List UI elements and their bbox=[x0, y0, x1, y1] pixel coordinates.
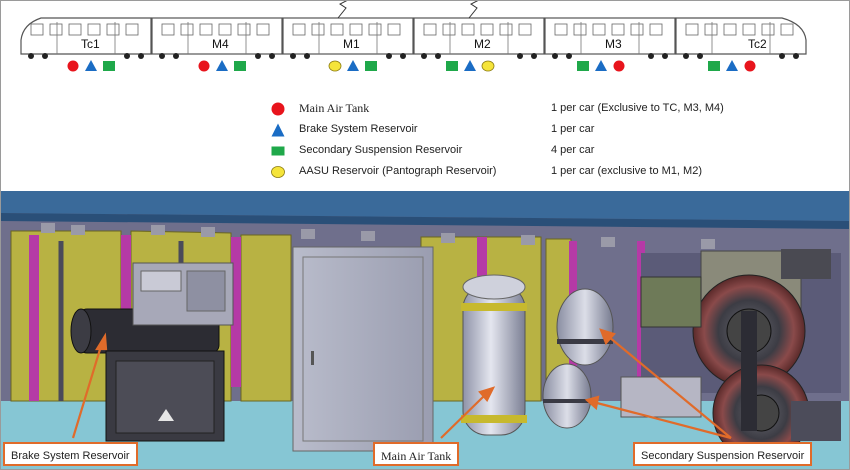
legend-description: 1 per car bbox=[551, 123, 595, 135]
yellow-circle-icon bbox=[271, 166, 285, 178]
car-label-m3: M3 bbox=[605, 37, 622, 51]
car-label-m1: M1 bbox=[343, 37, 360, 51]
callout-main-air-tank: Main Air Tank bbox=[373, 442, 460, 466]
train-car-m4: M4 bbox=[151, 17, 283, 59]
train-car-tc2: Tc2 bbox=[675, 17, 807, 59]
marker-main-air-tank bbox=[613, 60, 625, 72]
marker-secondary-suspension-reservoir bbox=[103, 61, 115, 71]
red-circle-icon bbox=[271, 102, 285, 116]
marker-secondary-suspension-reservoir bbox=[365, 61, 377, 71]
marker-aasu-reservoir bbox=[328, 60, 342, 72]
legend-label: AASU Reservoir (Pantograph Reservoir) bbox=[299, 165, 497, 177]
legend-label: Secondary Suspension Reservoir bbox=[299, 144, 463, 156]
marker-secondary-suspension-reservoir bbox=[234, 61, 246, 71]
marker-main-air-tank bbox=[198, 60, 210, 72]
car-label-m4: M4 bbox=[212, 37, 229, 51]
marker-brake-system-reservoir bbox=[595, 60, 607, 71]
train-car-m1: M1 bbox=[282, 1, 414, 59]
marker-main-air-tank bbox=[744, 60, 756, 72]
legend-label: Main Air Tank bbox=[299, 101, 370, 115]
car-label-m2: M2 bbox=[474, 37, 491, 51]
car-label-tc1: Tc1 bbox=[81, 37, 100, 51]
marker-secondary-suspension-reservoir bbox=[577, 61, 589, 71]
train-diagram: Tc1 M4 M1 M2 M3 Tc2 bbox=[20, 1, 807, 72]
marker-secondary-suspension-reservoir bbox=[446, 61, 458, 71]
car-label-tc2: Tc2 bbox=[748, 37, 767, 51]
legend-description: 1 per car (Exclusive to TC, M3, M4) bbox=[551, 102, 724, 114]
train-car-tc1: Tc1 bbox=[20, 17, 152, 59]
marker-secondary-suspension-reservoir bbox=[708, 61, 720, 71]
marker-aasu-reservoir bbox=[481, 60, 495, 72]
marker-brake-system-reservoir bbox=[726, 60, 738, 71]
callout-brake-system-reservoir: Brake System Reservoir bbox=[3, 442, 138, 466]
callout-secondary-suspension-reservoir: Secondary Suspension Reservoir bbox=[633, 442, 813, 466]
marker-brake-system-reservoir bbox=[347, 60, 359, 71]
underframe-equipment-view bbox=[1, 191, 849, 469]
train-car-m2: M2 bbox=[413, 1, 545, 59]
train-car-m3: M3 bbox=[544, 17, 676, 59]
legend-label: Brake System Reservoir bbox=[299, 123, 418, 135]
legend-description: 4 per car bbox=[551, 144, 595, 156]
blue-triangle-icon bbox=[271, 123, 285, 137]
legend-row-main-air-tank: Main Air Tank 1 per car (Exclusive to TC… bbox=[269, 99, 789, 120]
marker-brake-system-reservoir bbox=[464, 60, 476, 71]
legend-description: 1 per car (exclusive to M1, M2) bbox=[551, 165, 702, 177]
legend: Main Air Tank 1 per car (Exclusive to TC… bbox=[269, 99, 789, 183]
marker-brake-system-reservoir bbox=[85, 60, 97, 71]
marker-main-air-tank bbox=[67, 60, 79, 72]
legend-row-secondary-suspension-reservoir: Secondary Suspension Reservoir 4 per car bbox=[269, 141, 789, 162]
marker-brake-system-reservoir bbox=[216, 60, 228, 71]
legend-row-brake-system-reservoir: Brake System Reservoir 1 per car bbox=[269, 120, 789, 141]
green-rectangle-icon bbox=[271, 146, 285, 156]
legend-row-aasu-reservoir: AASU Reservoir (Pantograph Reservoir) 1 … bbox=[269, 162, 789, 183]
